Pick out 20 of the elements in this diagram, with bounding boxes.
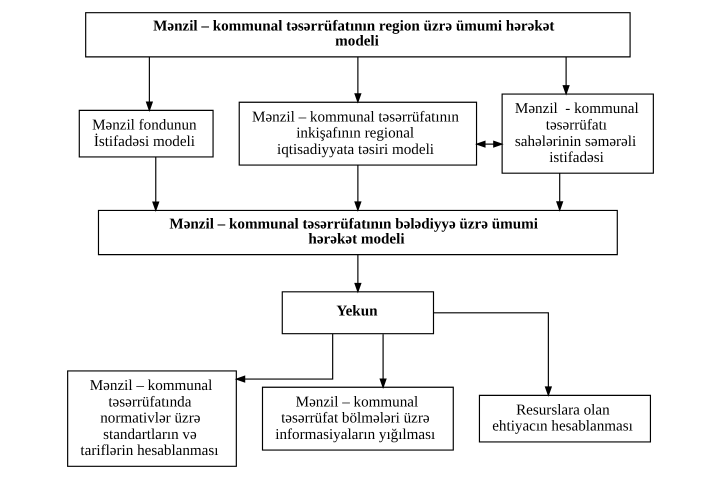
node-box: Mənzil – kommunal təsərrüfatında normativlər üzrə standartların və tariflərin hesablanması bbox=[67, 370, 237, 467]
arrow bbox=[152, 157, 160, 212]
arrow bbox=[475, 140, 504, 148]
node-box: Mənzil fondunun İstifadəsi modeli bbox=[78, 110, 214, 158]
node-box: Mənzil – kommunal təsərrüfatının inkişafının regional iqtisadiyyata təsiri modeli bbox=[238, 102, 478, 166]
arrow bbox=[234, 334, 334, 383]
arrow bbox=[354, 165, 362, 212]
node-box: Mənzil - kommunal təsərrüfatı sahələrinin səmərəli istifadəsi bbox=[502, 94, 654, 174]
arrow bbox=[354, 57, 362, 104]
arrow bbox=[379, 334, 387, 389]
arrow bbox=[556, 173, 564, 212]
node-box: Resurslara olan ehtiyacın hesablanması bbox=[478, 394, 652, 442]
arrow bbox=[562, 57, 570, 96]
node-box: Mənzil – kommunal təsərrüfat bölmələri üzrə informasiyaların yığılması bbox=[262, 386, 454, 451]
node-box: Mənzil – kommunal təsərrüfatının region üzrə ümumi hərəkət modeli bbox=[85, 12, 631, 58]
node-box: Yekun bbox=[282, 291, 434, 334]
arrow bbox=[354, 254, 362, 294]
arrow bbox=[146, 57, 154, 112]
arrow bbox=[434, 312, 552, 397]
node-box: Mənzil – kommunal təsərrüfatının bələdiyyə üzrə ümumi hərəkət modeli bbox=[98, 210, 618, 256]
